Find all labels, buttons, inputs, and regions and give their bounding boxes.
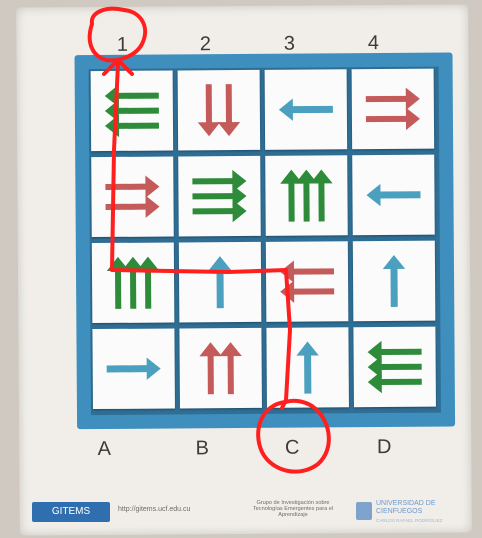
column-letter-a: A: [89, 439, 119, 459]
tile-b-1: [91, 156, 174, 237]
tile-a-1: [91, 70, 174, 151]
column-number-3: 3: [274, 34, 304, 54]
arrow-down-red-mark: [198, 84, 221, 136]
arrow-up-icon: [92, 242, 175, 323]
board-inner: [89, 67, 441, 415]
arrow-up-green-mark: [122, 257, 145, 309]
arrow-up-icon: [179, 242, 262, 323]
arrow-up-icon: [179, 328, 262, 409]
tile-b-3: [265, 155, 348, 236]
column-letter-c: C: [277, 438, 307, 458]
arrow-up-blue-mark: [296, 341, 319, 393]
column-number-2: 2: [190, 34, 220, 54]
arrow-up-icon: [266, 327, 349, 408]
arrow-up-red-mark: [219, 342, 242, 394]
arrow-left-blue-mark: [366, 184, 420, 207]
tile-d-3: [266, 327, 349, 408]
university-subtitle: CARLOS RAFAEL RODRÍGUEZ: [376, 518, 466, 523]
arrow-left-icon: [266, 241, 349, 322]
tile-a-3: [265, 69, 348, 150]
university-crest-icon: [356, 502, 372, 520]
column-letter-d: D: [369, 437, 399, 457]
arrow-right-green-mark: [192, 185, 246, 208]
arrow-right-icon: [178, 156, 261, 237]
arrow-right-red-mark: [366, 88, 420, 111]
arrow-left-green-mark: [367, 341, 421, 364]
university-logo: UNIVERSIDAD DE CIENFUEGOS CARLOS RAFAEL …: [356, 498, 466, 528]
arrow-left-green-mark: [105, 99, 159, 122]
arrow-left-red-mark: [280, 260, 334, 283]
arrow-left-blue-mark: [279, 98, 333, 121]
arrow-up-green-mark: [137, 257, 160, 309]
arrow-up-green-mark: [107, 257, 130, 309]
tile-b-2: [178, 156, 261, 237]
arrow-right-blue-mark: [107, 357, 161, 380]
tile-a-2: [178, 70, 261, 151]
paper-sheet: 1 2 3 4 A B C D: [16, 4, 472, 535]
game-board: [74, 53, 455, 430]
tile-d-4: [353, 327, 436, 408]
arrow-up-blue-mark: [209, 256, 232, 308]
tile-c-3: [266, 241, 349, 322]
arrow-up-red-mark: [199, 342, 222, 394]
tile-b-4: [352, 155, 435, 236]
column-letter-b: B: [187, 438, 217, 458]
footer-url: http://gitems.ucf.edu.cu: [118, 506, 190, 513]
tile-d-1: [92, 328, 175, 409]
research-group-text: Grupo de Investigación sobre Tecnologías…: [248, 500, 338, 518]
tile-a-4: [352, 69, 435, 150]
tile-c-2: [179, 242, 262, 323]
arrow-up-icon: [265, 155, 348, 236]
arrow-left-icon: [352, 155, 435, 236]
arrow-right-icon: [91, 156, 174, 237]
tile-d-2: [179, 328, 262, 409]
university-name: UNIVERSIDAD DE CIENFUEGOS: [376, 500, 466, 516]
arrow-right-red-mark: [105, 175, 159, 198]
gitems-logo: GITEMS: [32, 502, 110, 522]
arrow-up-green-mark: [310, 169, 333, 221]
arrow-left-green-mark: [105, 84, 159, 107]
arrow-up-green-mark: [295, 169, 318, 221]
footer: GITEMS http://gitems.ucf.edu.cu Grupo de…: [18, 492, 470, 532]
arrow-right-icon: [92, 328, 175, 409]
arrow-right-icon: [352, 69, 435, 150]
arrow-left-green-mark: [368, 371, 422, 394]
arrow-up-icon: [353, 241, 436, 322]
tile-c-1: [92, 242, 175, 323]
arrow-left-green-mark: [368, 356, 422, 379]
tile-c-4: [353, 241, 436, 322]
arrow-right-red-mark: [366, 108, 420, 131]
arrow-right-red-mark: [105, 195, 159, 218]
column-number-1: 1: [107, 35, 137, 55]
arrow-left-icon: [353, 327, 436, 408]
arrow-right-green-mark: [193, 200, 247, 223]
arrow-left-green-mark: [105, 114, 159, 137]
arrow-up-blue-mark: [383, 255, 406, 307]
arrow-right-green-mark: [192, 170, 246, 193]
arrow-down-red-mark: [218, 84, 241, 136]
arrow-left-red-mark: [280, 280, 334, 303]
arrow-up-green-mark: [280, 170, 303, 222]
arrow-left-icon: [265, 69, 348, 150]
arrow-left-icon: [91, 70, 174, 151]
column-number-4: 4: [358, 33, 388, 53]
arrow-down-icon: [178, 70, 261, 151]
